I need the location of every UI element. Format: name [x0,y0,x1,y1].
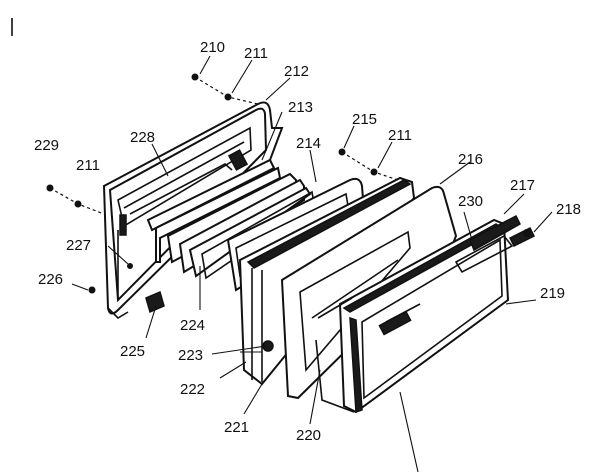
label-210: 210 [200,39,225,56]
label-222: 222 [180,381,205,398]
label-215: 215 [352,111,377,128]
part-labels: 210 211 212 213 214 215 211 216 217 218 … [34,39,581,444]
label-226: 226 [38,271,63,288]
label-227: 227 [66,237,91,254]
label-224: 224 [180,317,205,334]
handle-trim [454,214,536,274]
label-214: 214 [296,135,321,152]
leader-lines [71,55,553,472]
label-211-right: 211 [388,127,412,144]
label-221: 221 [224,419,249,436]
label-211-top: 211 [244,45,268,62]
label-216: 216 [458,151,483,168]
label-212: 212 [284,63,309,80]
label-211-left: 211 [76,157,100,174]
label-218: 218 [556,201,581,218]
label-229: 229 [34,137,59,154]
label-225: 225 [120,343,145,360]
label-223: 223 [178,347,203,364]
label-228: 228 [130,129,155,146]
label-217: 217 [510,177,535,194]
screws [46,73,399,215]
label-220: 220 [296,427,321,444]
label-219: 219 [540,285,565,302]
hinge-parts [88,263,165,314]
screw-226 [88,286,96,294]
label-213: 213 [288,99,313,116]
label-230: 230 [458,193,483,210]
